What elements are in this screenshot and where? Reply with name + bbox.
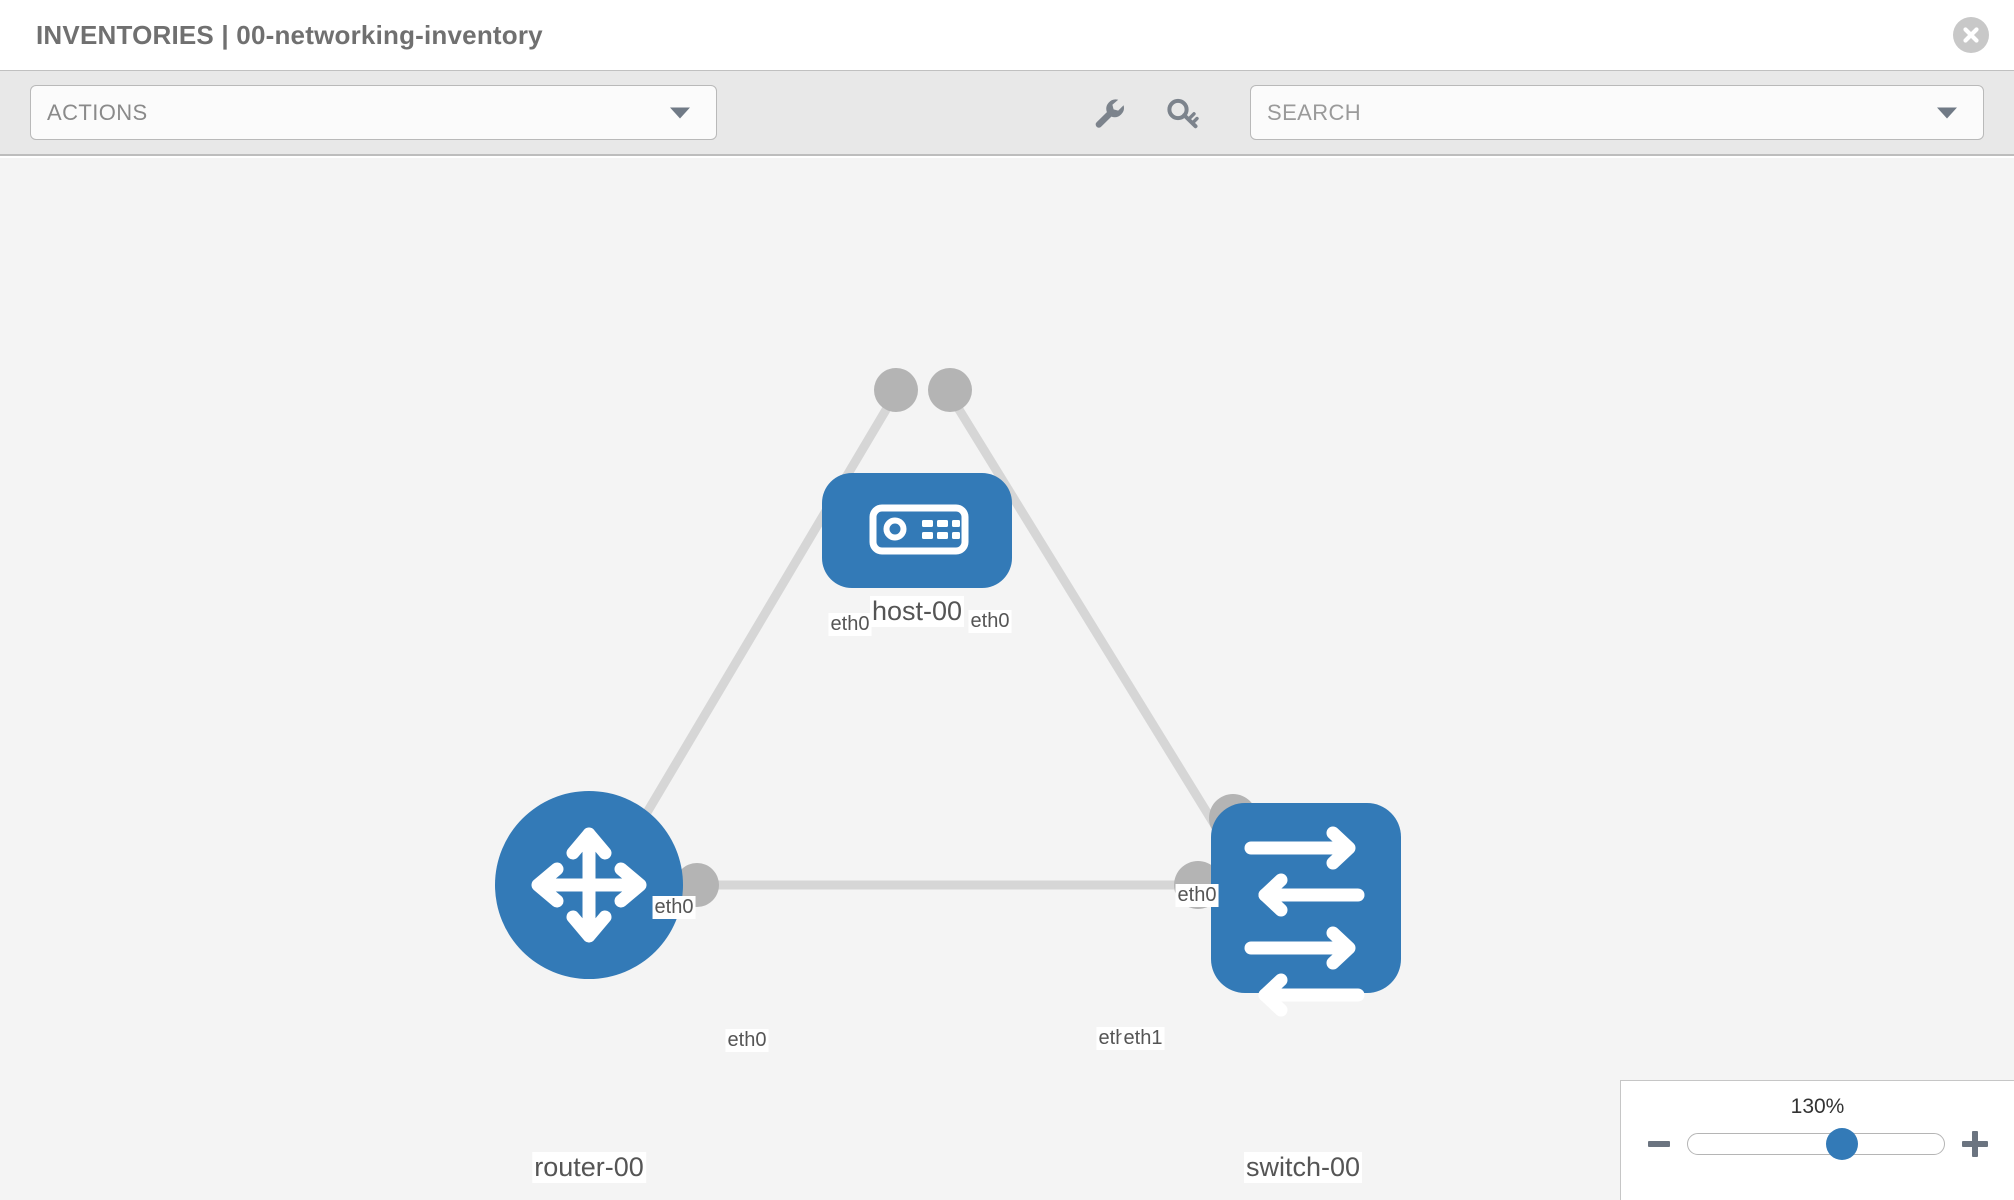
chevron-down-icon[interactable]: [1937, 107, 1957, 118]
actions-dropdown[interactable]: ACTIONS: [30, 85, 717, 140]
minus-icon[interactable]: [1647, 1141, 1670, 1147]
connector-host00-right: [928, 368, 972, 412]
toolbar: ACTIONS: [0, 70, 2014, 156]
zoom-control-panel: 130%: [1620, 1080, 2014, 1200]
search-input[interactable]: [1267, 99, 1967, 126]
zoom-slider-row: [1621, 1128, 2014, 1160]
edge-label-switch00-west-eth1: eth1: [1121, 1027, 1165, 1050]
node-label-host-00: host-00: [869, 596, 965, 627]
zoom-percent-label: 130%: [1790, 1095, 1845, 1118]
search-field[interactable]: [1250, 85, 1984, 140]
node-host-00[interactable]: [822, 473, 1012, 588]
node-label-router-00: router-00: [532, 1152, 646, 1183]
wrench-icon[interactable]: [1087, 91, 1131, 135]
edge-label-host00-right: eth0: [968, 610, 1012, 633]
edge-label-host00-left: eth0: [828, 613, 872, 636]
edge-host00-switch00: [951, 400, 1239, 861]
connector-host00-left: [874, 368, 918, 412]
toolbar-icon-group: [1087, 91, 1205, 135]
zoom-slider-thumb[interactable]: [1826, 1128, 1859, 1160]
chevron-down-icon: [670, 107, 690, 118]
topology-graph: [495, 368, 1401, 1017]
topology-canvas[interactable]: eth0 eth0 eth0 eth0 eth0 eth0 eth1 host-…: [0, 158, 2014, 1200]
page-header: INVENTORIES | 00-networking-inventory: [0, 0, 2014, 70]
edge-label-router00-north: eth0: [652, 896, 696, 919]
topology-connectors: [675, 368, 1257, 909]
actions-dropdown-label: ACTIONS: [47, 99, 148, 125]
edge-label-router00-east: eth0: [725, 1029, 769, 1052]
zoom-slider[interactable]: [1686, 1128, 1945, 1160]
page-title: INVENTORIES | 00-networking-inventory: [36, 19, 543, 50]
node-switch-00[interactable]: [1211, 803, 1401, 1017]
key-icon[interactable]: [1161, 91, 1205, 135]
plus-icon[interactable]: [1961, 1131, 1988, 1157]
node-router-00[interactable]: [495, 791, 683, 979]
node-label-switch-00: switch-00: [1243, 1152, 1363, 1183]
edge-label-switch00-north: eth0: [1175, 884, 1219, 907]
close-icon[interactable]: [1953, 17, 1989, 53]
